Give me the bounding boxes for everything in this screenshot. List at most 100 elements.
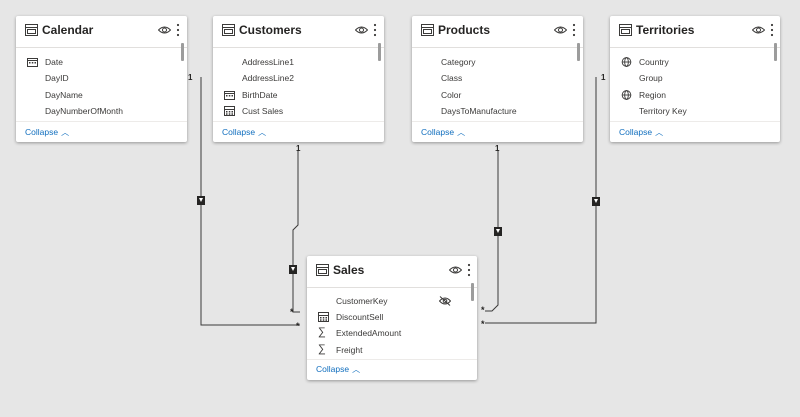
field-row[interactable]: Category: [412, 54, 571, 70]
table-card-header[interactable]: Calendar: [16, 16, 187, 44]
field-row[interactable]: Territory Key: [610, 103, 768, 119]
collapse-label: Collapse: [316, 364, 350, 374]
scrollbar-thumb[interactable]: [774, 43, 777, 61]
field-row[interactable]: AddressLine1: [213, 54, 372, 70]
field-label: Group: [639, 73, 663, 83]
cardinality-one-label: 1: [495, 144, 500, 153]
cardinality-many-label: *: [481, 319, 485, 329]
table-card-customers[interactable]: Customers AddressLine1 AddressLine2: [213, 16, 384, 142]
footer-divider: [307, 359, 477, 360]
field-label: BirthDate: [242, 90, 278, 100]
field-row[interactable]: DaysToManufacture: [412, 103, 571, 119]
collapse-link[interactable]: Collapse︿: [619, 127, 663, 138]
field-row[interactable]: DiscountSell: [307, 309, 465, 325]
field-row[interactable]: BirthDate: [213, 87, 372, 103]
table-icon: [316, 264, 329, 276]
field-row[interactable]: Country: [610, 54, 768, 70]
table-title: Territories: [636, 23, 695, 37]
scrollbar-thumb[interactable]: [378, 43, 381, 61]
chevron-up-icon: ︿: [352, 365, 361, 374]
more-options-icon[interactable]: [176, 23, 180, 37]
eye-icon[interactable]: [752, 25, 765, 35]
filter-direction-icon: [289, 265, 297, 274]
table-card-header[interactable]: Products: [412, 16, 583, 44]
field-row[interactable]: Cust Sales: [213, 103, 372, 119]
field-label: ExtendedAmount: [336, 328, 402, 338]
table-title: Calendar: [42, 23, 94, 37]
table-icon: [25, 24, 38, 36]
sigma-icon: ∑: [318, 343, 326, 355]
table-card-header[interactable]: Sales: [307, 256, 477, 284]
field-row[interactable]: ∑ Freight: [307, 342, 465, 358]
table-card-header[interactable]: Territories: [610, 16, 780, 44]
header-divider: [307, 287, 477, 288]
cardinality-one-label: 1: [601, 73, 606, 82]
field-row[interactable]: Date: [16, 54, 175, 70]
field-row[interactable]: DayName: [16, 87, 175, 103]
relationship-products-sales[interactable]: [485, 150, 499, 312]
eye-icon[interactable]: [449, 265, 462, 275]
footer-divider: [213, 121, 384, 122]
scrollbar-thumb[interactable]: [181, 43, 184, 61]
chevron-up-icon: ︿: [655, 128, 664, 137]
table-icon: [222, 24, 235, 36]
table-title: Products: [438, 23, 491, 37]
arrow-down-icon: [199, 198, 203, 202]
collapse-link[interactable]: Collapse︿: [222, 127, 266, 138]
field-row[interactable]: ∑ ExtendedAmount: [307, 325, 465, 341]
field-label: Territory Key: [639, 106, 687, 116]
field-row[interactable]: Group: [610, 70, 768, 86]
table-icon: [619, 24, 632, 36]
header-divider: [213, 47, 384, 48]
more-options-icon[interactable]: [770, 23, 774, 37]
eye-icon[interactable]: [355, 25, 368, 35]
footer-divider: [16, 121, 187, 122]
scrollbar-thumb[interactable]: [471, 283, 474, 301]
collapse-link[interactable]: Collapse︿: [421, 127, 465, 138]
calculator-icon: [224, 106, 235, 116]
field-row[interactable]: DayNumberOfMonth: [16, 103, 175, 119]
table-card-calendar[interactable]: Calendar Date DayID: [16, 16, 187, 142]
cardinality-one-label: 1: [188, 73, 193, 82]
arrow-down-icon: [291, 267, 295, 271]
table-card-products[interactable]: Products Category Class Color DaysToManu…: [412, 16, 583, 142]
eye-icon[interactable]: [158, 25, 171, 35]
arrow-down-icon: [594, 199, 598, 203]
field-label: Date: [45, 57, 63, 67]
table-title: Sales: [333, 263, 365, 277]
footer-divider: [610, 121, 780, 122]
filter-direction-icon: [197, 196, 205, 205]
scrollbar-thumb[interactable]: [577, 43, 580, 61]
field-label: Cust Sales: [242, 106, 284, 116]
field-row[interactable]: Region: [610, 87, 768, 103]
field-row[interactable]: Class: [412, 70, 571, 86]
collapse-label: Collapse: [619, 127, 653, 137]
collapse-link[interactable]: Collapse︿: [316, 364, 360, 375]
eye-icon[interactable]: [554, 25, 567, 35]
field-label: DayName: [45, 90, 83, 100]
field-row[interactable]: DayID: [16, 70, 175, 86]
eye-hidden-icon[interactable]: [439, 296, 451, 306]
table-card-territories[interactable]: Territories Country Group: [610, 16, 780, 142]
collapse-link[interactable]: Collapse︿: [25, 127, 69, 138]
more-options-icon[interactable]: [373, 23, 377, 37]
table-card-sales[interactable]: Sales CustomerKey: [307, 256, 477, 380]
filter-direction-icon: [494, 227, 502, 236]
field-row[interactable]: CustomerKey: [307, 293, 465, 309]
field-label: Category: [441, 57, 476, 67]
more-options-icon[interactable]: [572, 23, 576, 37]
table-icon: [421, 24, 434, 36]
header-divider: [16, 47, 187, 48]
more-options-icon[interactable]: [467, 263, 471, 277]
chevron-up-icon: ︿: [457, 128, 466, 137]
cardinality-many-label: *: [481, 305, 485, 315]
field-label: Color: [441, 90, 462, 100]
relationship-customers-sales[interactable]: [292, 150, 300, 313]
header-divider: [412, 47, 583, 48]
sigma-icon: ∑: [318, 326, 326, 338]
footer-divider: [412, 121, 583, 122]
table-card-header[interactable]: Customers: [213, 16, 384, 44]
field-row[interactable]: AddressLine2: [213, 70, 372, 86]
field-row[interactable]: Color: [412, 87, 571, 103]
